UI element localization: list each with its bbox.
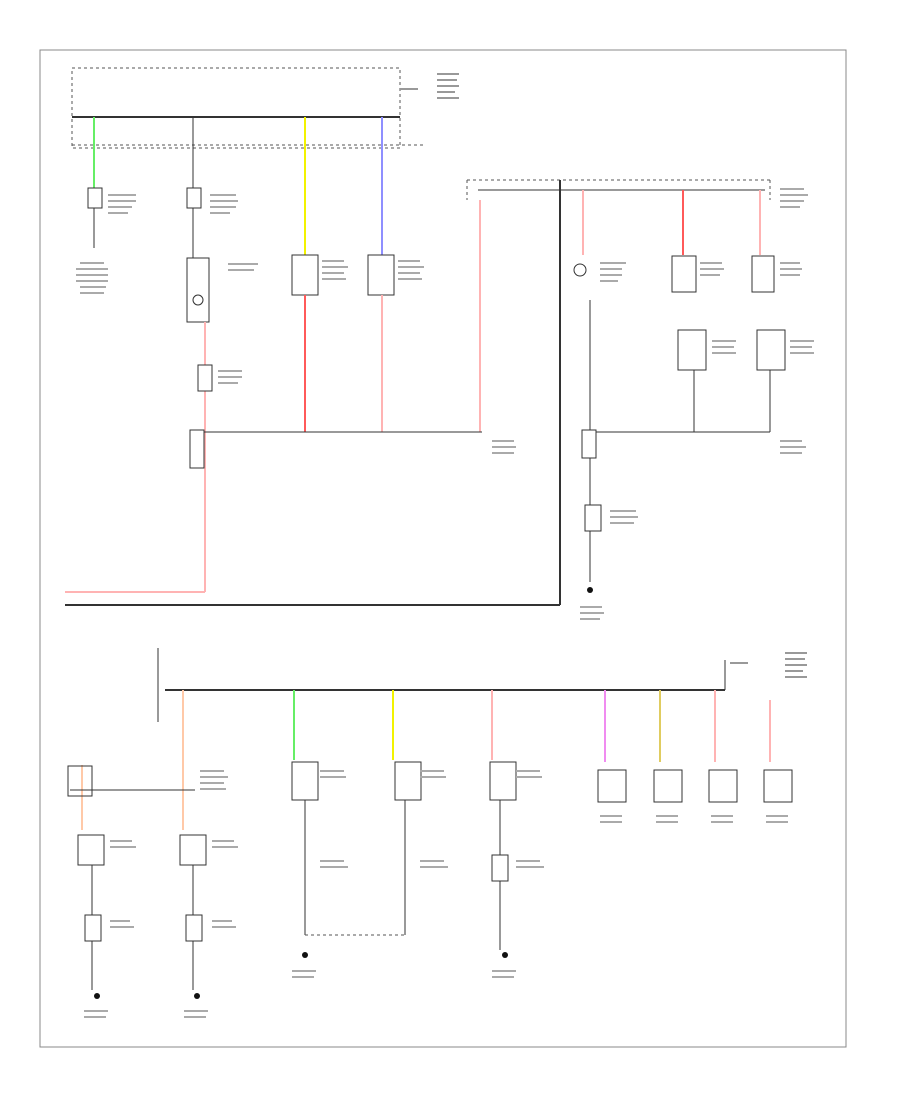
lamp-r2 bbox=[671, 255, 697, 293]
ground-b23 bbox=[302, 952, 308, 958]
resistor-b1 bbox=[185, 914, 203, 942]
label-lines-mid-right bbox=[580, 510, 638, 620]
lamp-bulb-col2 bbox=[192, 294, 204, 306]
switch-b6 bbox=[653, 769, 683, 803]
switch-r2 bbox=[677, 329, 707, 371]
switch-b3 bbox=[394, 761, 422, 801]
ground-b4 bbox=[502, 952, 508, 958]
bottom-block-note-lines bbox=[730, 652, 807, 678]
connector-b0 bbox=[67, 765, 93, 797]
bulb-r1 bbox=[573, 263, 587, 277]
switch-b8 bbox=[763, 769, 793, 803]
switch-b0 bbox=[77, 834, 105, 866]
label-lines-bottom bbox=[84, 770, 788, 1018]
label-lines-right-upper bbox=[600, 188, 814, 354]
switch-b1 bbox=[179, 834, 207, 866]
lamp-col2 bbox=[186, 257, 210, 323]
ground-b1 bbox=[194, 993, 200, 999]
ground-b0 bbox=[94, 993, 100, 999]
resistor-mid-right bbox=[584, 504, 602, 532]
fuse-box-top bbox=[71, 67, 401, 149]
label-lines-left-top bbox=[76, 194, 136, 294]
label-lines-col2 bbox=[210, 194, 258, 384]
connector-col2 bbox=[186, 187, 202, 209]
lamp-yellow bbox=[291, 254, 319, 296]
ground-mid-right bbox=[587, 587, 593, 593]
resistor-b0 bbox=[84, 914, 102, 942]
switch-r3 bbox=[756, 329, 786, 371]
switch-b4 bbox=[489, 761, 517, 801]
label-lines-lamps bbox=[322, 260, 424, 280]
label-lines-mid bbox=[492, 440, 806, 454]
switch-b2 bbox=[291, 761, 319, 801]
lamp-blue bbox=[367, 254, 395, 296]
connector-mid-left bbox=[189, 429, 205, 469]
connector-mid-right bbox=[581, 429, 597, 459]
top-block-note-lines bbox=[400, 73, 459, 99]
resistor-b4 bbox=[491, 854, 509, 882]
lamp-r3 bbox=[751, 255, 775, 293]
switch-b7 bbox=[708, 769, 738, 803]
resistor-col2 bbox=[197, 364, 213, 392]
diagram-border bbox=[39, 49, 847, 1048]
connector-green-top bbox=[87, 187, 103, 209]
switch-b5 bbox=[597, 769, 627, 803]
